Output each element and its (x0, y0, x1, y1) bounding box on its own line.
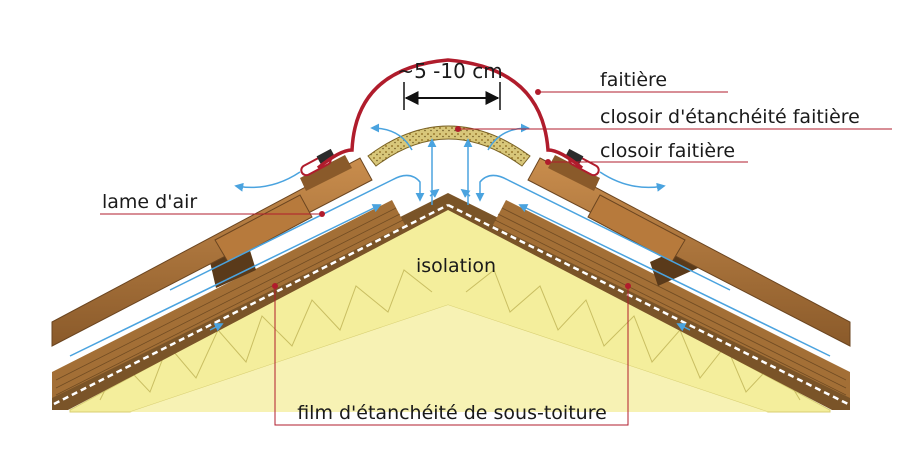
membrane-right (447, 203, 849, 406)
deck-grain (55, 207, 847, 396)
insulation-zigzag-right (465, 269, 801, 401)
label-faitiere: faitière (600, 69, 667, 91)
leader-dots (272, 89, 631, 289)
label-isolation: isolation (416, 255, 496, 277)
membrane-left (53, 203, 449, 406)
label-film: film d'étanchéité de sous-toiture (297, 402, 607, 424)
deck-left-top (52, 200, 405, 398)
upper-batten-right (548, 155, 600, 191)
label-closoir-faitiere: closoir faitière (600, 140, 735, 162)
upper-batten-left (300, 155, 352, 191)
label-closoir-etancheite: closoir d'étanchéité faitière (600, 106, 860, 128)
deck-right-top (493, 200, 850, 398)
tile-step-left (214, 194, 313, 263)
ridge-cap (316, 58, 584, 170)
insulation-zigzag-left (99, 269, 433, 401)
leader-lines (100, 91, 892, 426)
batten-left (210, 244, 256, 288)
closoir-faitiere-clips (300, 148, 600, 177)
closoir-etancheite-strip (367, 125, 531, 167)
dimension-label: ~5 -10 cm (397, 59, 502, 83)
airflow-arrows (69, 123, 831, 357)
insulation-lower (130, 305, 768, 412)
label-lame-air: lame d'air (102, 191, 197, 213)
